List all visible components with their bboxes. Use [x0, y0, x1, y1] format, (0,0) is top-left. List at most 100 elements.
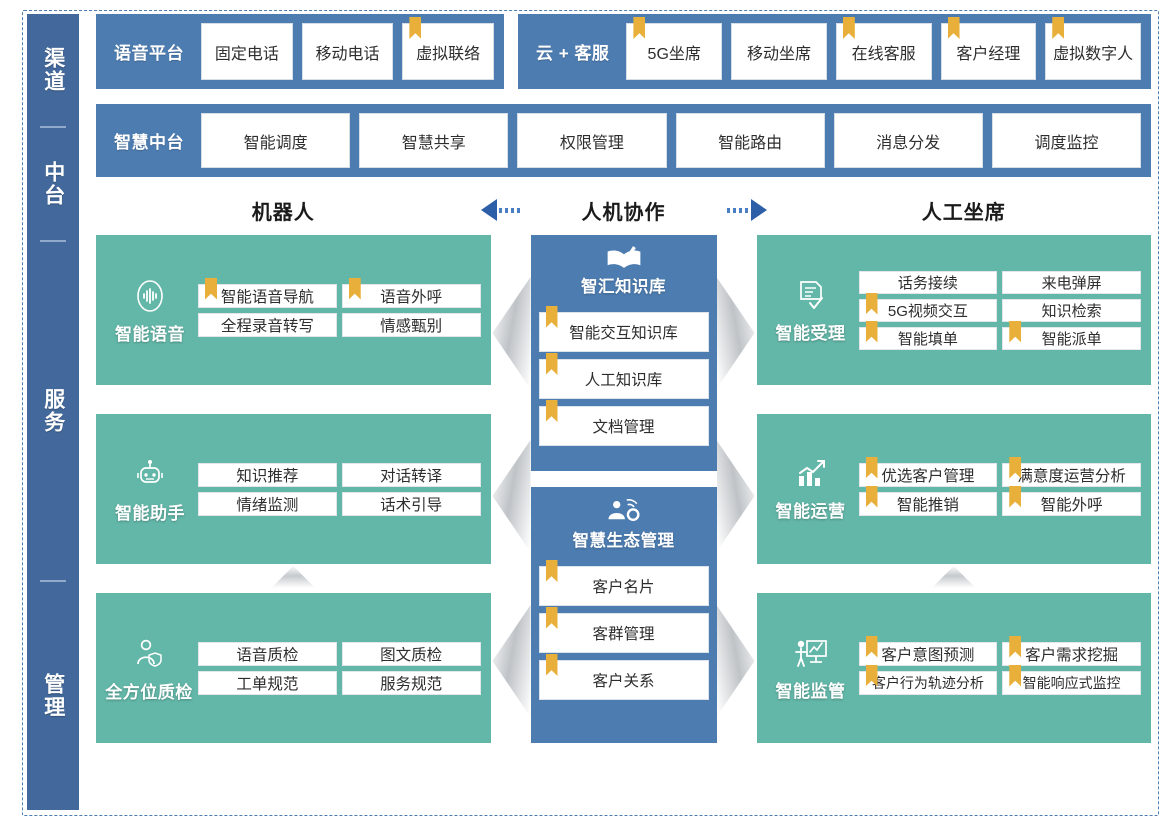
bookmark-flag-icon: [865, 635, 878, 658]
bookmark-flag-icon: [545, 306, 558, 328]
feature-label: 情绪监测: [236, 496, 299, 514]
feature-label: 情感甄别: [380, 317, 443, 335]
feature-label: 对话转译: [380, 467, 443, 485]
channel-cell-label: 虚拟数字人: [1053, 45, 1134, 63]
feature-item[interactable]: 智能响应式监控: [1002, 664, 1141, 695]
feature-item[interactable]: 话务接续: [858, 270, 998, 294]
feature-label: 工单规范: [236, 675, 299, 693]
feature-item[interactable]: 工单规范: [198, 670, 337, 695]
bookmark-flag-icon: [348, 277, 361, 300]
bookmark-flag-icon: [865, 485, 878, 508]
feature-item[interactable]: 知识检索: [1002, 298, 1141, 322]
bookmark-flag-icon: [1009, 664, 1022, 687]
bookmark-flag-icon: [865, 320, 878, 343]
feature-item[interactable]: 语音质检: [198, 641, 337, 666]
feature-item[interactable]: 优选客户管理: [858, 456, 998, 487]
channel-cell-label: 移动坐席: [746, 45, 811, 63]
rail-item-service[interactable]: 服务: [27, 242, 79, 580]
card-title: 智能语音: [115, 324, 185, 344]
feature-item[interactable]: 智能推销: [858, 485, 998, 516]
human-agent-column: 智能受理 话务接续 来电弹屏 5G视频交互 知识检索 智能填单 智能派单: [756, 235, 1151, 743]
bookmark-flag-icon: [865, 292, 878, 315]
feature-label: 智能语音导航: [220, 288, 314, 306]
feature-label: 智能派单: [1041, 330, 1102, 348]
panel-eco-management: 智慧生态管理 客户名片 客群管理 客户关系: [530, 487, 717, 743]
kb-item-label: 文档管理: [592, 419, 655, 436]
midplatform-cell[interactable]: 智能调度: [201, 113, 351, 168]
midplatform-cell[interactable]: 智能路由: [675, 113, 825, 168]
rail-divider-1: [40, 126, 66, 128]
channel-cell[interactable]: 移动坐席: [731, 23, 827, 80]
chevron-left-icon: [492, 277, 531, 389]
rail-label-midplatform: 中台: [41, 161, 65, 207]
channel-group-title: 语音平台: [114, 44, 184, 63]
bookmark-flag-icon: [545, 560, 558, 582]
feature-item[interactable]: 满意度运营分析: [1002, 456, 1141, 487]
bookmark-flag-icon: [1009, 485, 1022, 508]
midplatform-cell[interactable]: 权限管理: [517, 113, 667, 168]
channel-cell[interactable]: 虚拟联络: [402, 17, 495, 80]
feature-item[interactable]: 客户意图预测: [858, 635, 998, 666]
card-brand: 全方位质检: [102, 634, 198, 703]
kb-item[interactable]: 人工知识库: [538, 353, 709, 399]
eco-item-label: 客户关系: [592, 673, 655, 690]
chevron-left-icon: [492, 440, 531, 552]
channel-cell-label: 5G坐席: [647, 45, 701, 63]
kb-item[interactable]: 智能交互知识库: [538, 306, 709, 352]
channel-cell[interactable]: 移动电话: [301, 23, 394, 80]
kb-item[interactable]: 文档管理: [538, 400, 709, 446]
midplatform-cell-label: 消息分发: [876, 134, 941, 152]
presenter-board-icon: [792, 635, 830, 673]
rail-item-channel[interactable]: 渠道: [27, 14, 79, 126]
card-brand: 智能受理: [763, 277, 859, 344]
eco-item[interactable]: 客户名片: [538, 560, 709, 606]
feature-item[interactable]: 智能填单: [858, 320, 998, 350]
feature-item[interactable]: 话术引导: [341, 491, 481, 516]
bookmark-flag-icon: [545, 654, 558, 676]
feature-item[interactable]: 来电弹屏: [1002, 270, 1141, 294]
column-header-human-agent: 人工坐席: [921, 201, 1006, 224]
feature-item[interactable]: 智能语音导航: [198, 277, 337, 308]
feature-item[interactable]: 图文质检: [341, 641, 481, 666]
feature-item[interactable]: 情绪监测: [198, 491, 337, 516]
feature-label: 知识推荐: [236, 467, 299, 485]
channel-cell[interactable]: 在线客服: [835, 17, 932, 80]
channel-cell[interactable]: 固定电话: [201, 23, 293, 80]
up-arrow-right-icon: [931, 566, 976, 588]
feature-item[interactable]: 知识推荐: [198, 462, 337, 487]
feature-item[interactable]: 客户行为轨迹分析: [858, 664, 998, 695]
right-gutter: [716, 235, 757, 743]
midplatform-cell-label: 智能路由: [718, 134, 783, 152]
feature-item[interactable]: 对话转译: [341, 462, 481, 487]
bookmark-flag-icon: [205, 277, 217, 300]
card-brand: 智能运营: [763, 457, 859, 522]
feature-item[interactable]: 情感甄别: [341, 312, 481, 337]
voice-wave-icon: [130, 276, 170, 316]
eco-item[interactable]: 客群管理: [538, 607, 709, 653]
panel-head: 智慧生态管理: [539, 495, 709, 559]
rail-item-management[interactable]: 管理: [27, 582, 79, 810]
robot-column: 智能语音 智能语音导航 语音外呼 全程录音转写 情感甄别: [96, 235, 491, 743]
feature-item[interactable]: 5G视频交互: [858, 292, 998, 322]
feature-item[interactable]: 语音外呼: [341, 277, 481, 308]
feature-item[interactable]: 全程录音转写: [198, 312, 337, 337]
chevron-left-icon: [492, 605, 531, 717]
feature-label: 话术引导: [380, 496, 443, 514]
robot-icon: [130, 455, 170, 495]
channel-cell[interactable]: 虚拟数字人: [1045, 17, 1141, 80]
chevron-right-icon: [716, 440, 755, 552]
arrow-to-agent-icon: [717, 199, 777, 221]
feature-item[interactable]: 智能派单: [1002, 320, 1141, 350]
feature-item[interactable]: 服务规范: [341, 670, 481, 695]
feature-item[interactable]: 智能外呼: [1002, 485, 1141, 516]
channel-cell[interactable]: 5G坐席: [626, 17, 723, 80]
midplatform-cell[interactable]: 消息分发: [833, 113, 983, 168]
midplatform-cell[interactable]: 调度监控: [991, 113, 1142, 168]
eco-item[interactable]: 客户关系: [538, 654, 709, 700]
collaboration-column: 智汇知识库 智能交互知识库 人工知识库 文档管理: [530, 235, 717, 743]
feature-item[interactable]: 客户需求挖掘: [1002, 635, 1141, 666]
channel-cell[interactable]: 客户经理: [940, 17, 1037, 80]
feature-label: 5G视频交互: [887, 302, 968, 320]
midplatform-cell[interactable]: 智慧共享: [359, 113, 509, 168]
rail-item-midplatform[interactable]: 中台: [27, 128, 79, 240]
